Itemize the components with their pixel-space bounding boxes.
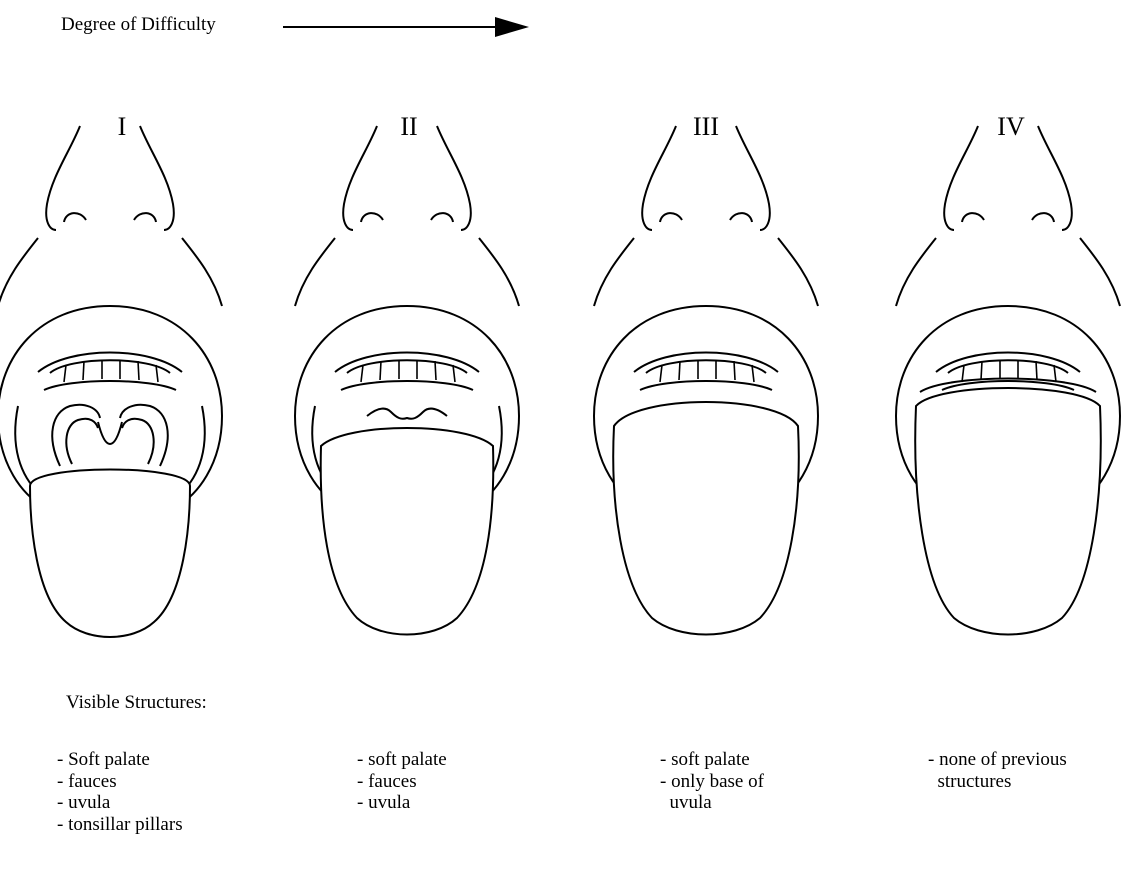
structures-column-4: - none of previous structures (928, 749, 1067, 792)
structure-item: - soft palate (660, 749, 764, 771)
structure-item: - fauces (57, 771, 183, 793)
class-4-illustration (896, 126, 1120, 635)
class-2-illustration (295, 126, 519, 635)
class-3-illustration (594, 126, 818, 635)
structures-column-3: - soft palate - only base of uvula (660, 749, 764, 814)
structure-item: - soft palate (357, 749, 447, 771)
structure-item: - tonsillar pillars (57, 814, 183, 836)
structure-item: - none of previous (928, 749, 1067, 771)
structure-item: - uvula (57, 792, 183, 814)
class-1-illustration (0, 126, 222, 637)
structures-column-2: - soft palate - fauces - uvula (357, 749, 447, 814)
structure-item: - uvula (357, 792, 447, 814)
structure-item: - Soft palate (57, 749, 183, 771)
visible-structures-title: Visible Structures: (66, 692, 207, 714)
structure-item: - only base of (660, 771, 764, 793)
structure-item: structures (928, 771, 1067, 793)
structures-column-1: - Soft palate - fauces - uvula - tonsill… (57, 749, 183, 835)
structure-item: uvula (660, 792, 764, 814)
structure-item: - fauces (357, 771, 447, 793)
mallampati-illustrations (0, 0, 1127, 700)
